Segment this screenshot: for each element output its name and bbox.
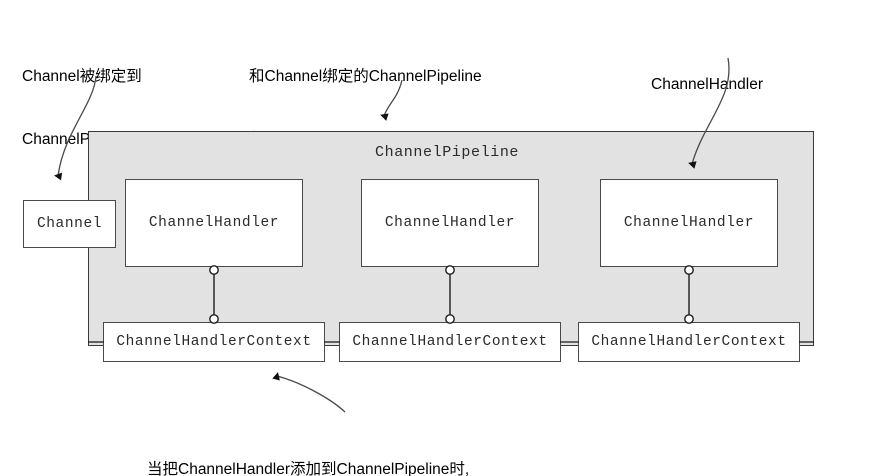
channel-handler-context-label-2: ChannelHandlerContext xyxy=(352,334,548,350)
annotation-center-top-line1: 和Channel绑定的ChannelPipeline xyxy=(249,68,482,85)
channel-handler-label-2: ChannelHandler xyxy=(384,215,516,231)
channel-handler-context-label-1: ChannelHandlerContext xyxy=(116,334,312,350)
annotation-bottom-line1: 当把ChannelHandler添加到ChannelPipeline时, xyxy=(147,461,470,476)
channel-handler-context-box-1: ChannelHandlerContext xyxy=(103,322,325,362)
annotation-left-line1: Channel被绑定到 xyxy=(22,68,142,85)
channel-handler-label-1: ChannelHandler xyxy=(148,215,280,231)
channel-handler-box-1: ChannelHandler xyxy=(125,179,303,267)
channel-handler-box-3: ChannelHandler xyxy=(600,179,778,267)
channel-box: Channel xyxy=(23,200,116,248)
channel-handler-label-3: ChannelHandler xyxy=(623,215,755,231)
channel-handler-context-box-3: ChannelHandlerContext xyxy=(578,322,800,362)
channel-pipeline-title: ChannelPipeline xyxy=(375,144,520,161)
channel-handler-box-2: ChannelHandler xyxy=(361,179,539,267)
annotation-bottom: 当把ChannelHandler添加到ChannelPipeline时, Cha… xyxy=(147,417,469,476)
channel-handler-context-label-3: ChannelHandlerContext xyxy=(591,334,787,350)
channel-box-label: Channel xyxy=(36,216,103,232)
leader-bottom-to-context xyxy=(272,372,346,413)
annotation-right-top-line1: ChannelHandler xyxy=(651,76,764,93)
annotation-right-top: ChannelHandler xyxy=(651,32,763,137)
channel-handler-context-box-2: ChannelHandlerContext xyxy=(339,322,561,362)
